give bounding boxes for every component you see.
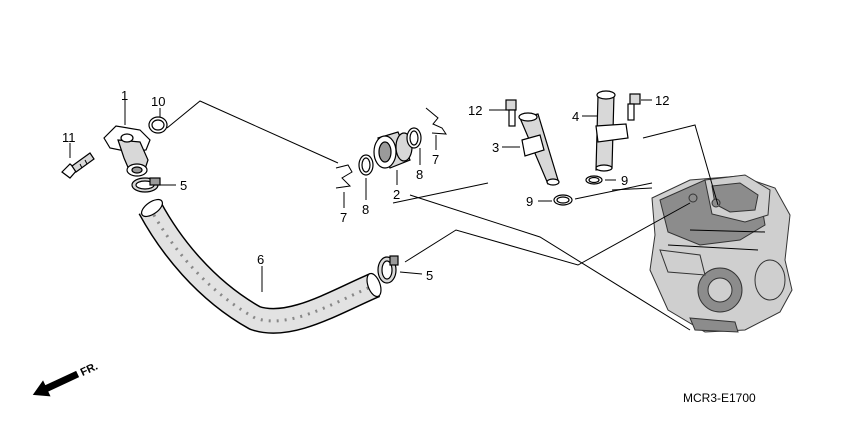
callout-4: 4: [572, 109, 579, 124]
hose-clamp-icon: [377, 255, 399, 284]
hose-clamp-icon: [131, 177, 161, 193]
o-ring-large-icon: [148, 116, 168, 134]
callout-10: 10: [151, 94, 165, 109]
callout-9-right: 9: [621, 173, 628, 188]
callout-3: 3: [492, 140, 499, 155]
callout-5-upper: 5: [180, 178, 187, 193]
direction-label: FR.: [79, 360, 100, 378]
callout-12-left: 12: [468, 103, 482, 118]
callout-labels: 1 10 11 5 6 5 7 8 2 8 7 12 3 4 12 9 9: [62, 88, 669, 283]
front-water-pipe-icon: [595, 90, 629, 172]
joint-clip-icon: [335, 164, 353, 189]
pipe-bolt-icon: [505, 99, 517, 127]
o-ring-small-icon: [553, 194, 573, 206]
rear-water-pipe-icon: [518, 112, 560, 186]
callout-7-left: 7: [340, 210, 347, 225]
water-hose-icon: [138, 198, 382, 334]
callout-5-lower: 5: [426, 268, 433, 283]
pipe-bolt-icon: [627, 93, 641, 121]
o-ring-icon: [406, 127, 422, 149]
callout-8-left: 8: [362, 202, 369, 217]
water-outlet-elbow-icon: [103, 125, 151, 177]
callout-2: 2: [393, 187, 400, 202]
diagram-code: MCR3-E1700: [683, 391, 756, 405]
front-direction-arrow-icon: FR.: [32, 360, 100, 397]
engine-icon: [649, 174, 793, 333]
rubber-joint-icon: [373, 131, 413, 169]
callout-11: 11: [62, 130, 76, 145]
callout-6: 6: [257, 252, 264, 267]
callout-7-right: 7: [432, 152, 439, 167]
callout-9-left: 9: [526, 194, 533, 209]
o-ring-small-icon: [585, 175, 603, 185]
assembly-lines: [69, 99, 719, 331]
o-ring-icon: [358, 154, 374, 176]
flange-bolt-icon: [61, 152, 95, 179]
callout-8-right: 8: [416, 167, 423, 182]
callout-12-right: 12: [655, 93, 669, 108]
callout-1: 1: [121, 88, 128, 103]
joint-clip-icon: [425, 107, 447, 135]
